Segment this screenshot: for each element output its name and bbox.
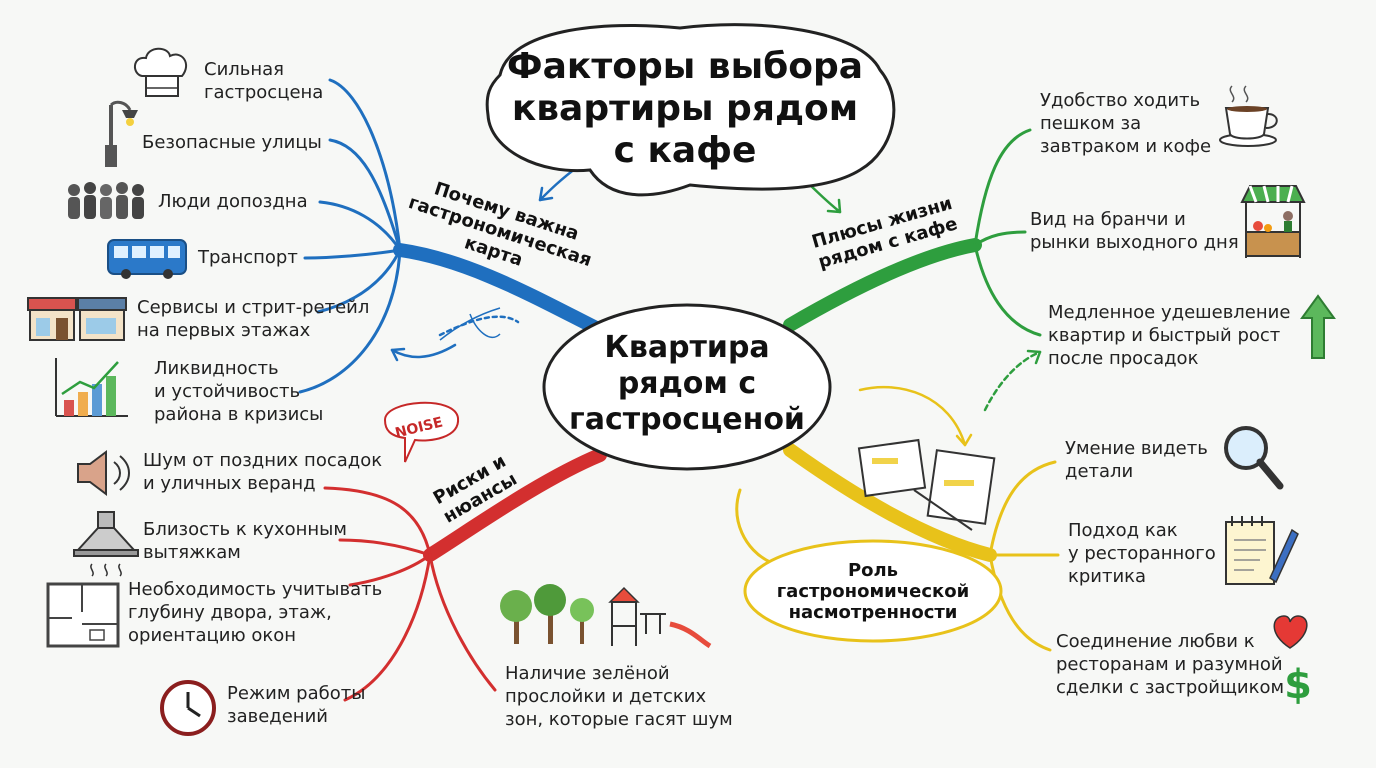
chef-hat-icon — [134, 47, 188, 97]
item-transport: Транспорт — [198, 247, 298, 268]
central-topic: Квартира рядом с гастросценой — [569, 330, 805, 437]
coffee-cup-icon — [1219, 85, 1278, 147]
item-slow-depreciation: Медленное удешевление квартир и быстрый … — [1048, 302, 1291, 369]
noise-bubble — [383, 401, 460, 463]
item-liquidity: Ликвидность и устойчивость района в криз… — [154, 358, 324, 425]
item-services-retail: Сервисы и стрит-ретейл на первых этажах — [137, 297, 370, 341]
branch-lines-gastro-map — [298, 78, 607, 394]
pen-doodle — [439, 307, 501, 341]
item-courtyard-depth: Необходимость учитывать глубину двора, э… — [128, 579, 383, 646]
mind-map-title: Факторы выбора квартиры рядом с кафе — [506, 46, 864, 171]
bus-icon — [107, 239, 187, 279]
svg-text:$: $ — [1284, 662, 1312, 708]
role-node — [743, 539, 1003, 643]
item-green-buffer: Наличие зелёной прослойки и детских зон,… — [505, 663, 733, 730]
clock-icon — [160, 680, 216, 736]
storefront-icon — [27, 297, 127, 341]
item-walk-breakfast: Удобство ходить пешком за завтраком и ко… — [1040, 90, 1212, 157]
heart-dollar-icon: $ — [1273, 615, 1312, 708]
crowd-icon — [68, 182, 144, 219]
bar-chart-icon — [55, 358, 128, 417]
item-love-deal: Соединение любви к ресторанам и разумной… — [1056, 631, 1285, 698]
park-playground-icon — [500, 584, 712, 649]
floor-plan-icon — [46, 582, 120, 648]
item-kitchen-hoods: Близость к кухонным вытяжкам — [143, 519, 347, 563]
item-see-details: Умение видеть детали — [1065, 438, 1208, 482]
item-brunch-markets: Вид на бранчи и рынки выходного дня — [1030, 209, 1239, 253]
critic-notes-doodle — [857, 438, 996, 531]
magnifier-icon — [1224, 426, 1284, 490]
kitchen-hood-icon — [73, 511, 139, 577]
arrow-up-icon — [1300, 294, 1336, 359]
item-critic-approach: Подход как у ресторанного критика — [1068, 520, 1216, 587]
market-stall-icon — [1240, 185, 1306, 258]
item-safe-streets: Безопасные улицы — [142, 132, 322, 153]
item-noise-verandas: Шум от поздних посадок и уличных веранд — [143, 450, 383, 494]
central-node — [542, 303, 832, 471]
street-lamp-icon — [105, 100, 138, 167]
item-strong-gastroscene: Сильная гастросцена — [204, 59, 324, 103]
title-arrows — [390, 163, 1042, 447]
title-cloud — [485, 23, 896, 197]
branch-lines-pluses — [783, 128, 1042, 337]
branch-title-role: Роль гастрономической насмотренности — [776, 560, 970, 623]
notepad-pen-icon — [1225, 516, 1299, 585]
speaker-icon — [77, 450, 130, 496]
item-people-late: Люди допоздна — [158, 191, 308, 212]
item-opening-hours: Режим работы заведений — [227, 683, 366, 727]
branch-lines-risks — [323, 448, 607, 702]
